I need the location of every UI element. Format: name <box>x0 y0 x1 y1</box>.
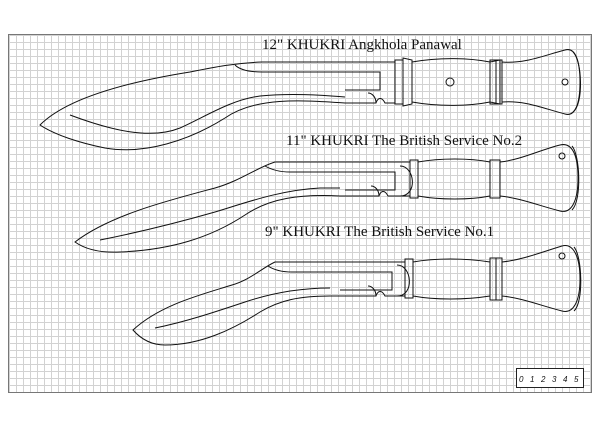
knife-2-pommel-hole <box>558 152 566 160</box>
ruler-label-4: 4 <box>563 375 568 384</box>
knife-3-edge-line <box>154 287 331 329</box>
knife-3-spine-line <box>267 265 393 291</box>
knife-2-guard <box>409 159 419 199</box>
knife-2-drawing <box>74 144 580 253</box>
knife-1-edge-line <box>69 93 346 134</box>
knife-3-drawing <box>132 245 582 346</box>
knife-1-pommel <box>501 49 581 115</box>
knife-1-drawing <box>39 49 581 151</box>
knife-2-bolster <box>399 165 413 197</box>
knife-1-rivet <box>445 77 455 87</box>
knife-2-notch <box>370 185 380 197</box>
knife-1-butt-cap <box>572 51 581 113</box>
ruler-label-1: 1 <box>530 375 535 384</box>
knife-3-pommel <box>501 245 581 312</box>
knife-1-guard <box>402 57 413 107</box>
knife-1-bolster <box>394 59 404 105</box>
knife-3-notch <box>367 285 377 297</box>
knife-3-bolster <box>396 264 410 297</box>
knife-1-handle <box>411 58 501 106</box>
ruler-label-5: 5 <box>574 375 579 384</box>
knife-1-ring <box>489 59 503 105</box>
knife-2-spine-line <box>264 165 396 191</box>
knife-3-title: 9" KHUKRI The British Service No.1 <box>265 224 495 240</box>
knife-2-pommel <box>499 144 579 212</box>
knife-1-blade <box>39 61 396 151</box>
knife-3-blade <box>132 261 406 346</box>
knife-3-handle <box>412 258 491 300</box>
knife-3-pommel-hole <box>558 252 566 260</box>
knife-1-notch <box>367 92 377 104</box>
knife-1-spine-line <box>234 64 381 91</box>
knife-3-butt-cap <box>573 246 582 312</box>
ruler-label-0: 0 <box>519 375 524 384</box>
knife-1-title: 12" KHUKRI Angkhola Panawal <box>262 37 462 53</box>
knife-2-butt-cap <box>571 145 580 211</box>
knife-2-edge-line <box>99 187 340 241</box>
knife-1-pommel-hole <box>561 78 569 86</box>
knife-2-title: 11" KHUKRI The British Service No.2 <box>286 133 523 149</box>
knife-2-ring <box>489 159 501 199</box>
ruler-label-2: 2 <box>541 375 546 384</box>
scale-ruler: 0 1 2 3 4 5 <box>516 368 584 388</box>
knife-2-handle <box>417 158 491 200</box>
ruler-label-3: 3 <box>552 375 557 384</box>
knife-3-ring <box>489 257 503 301</box>
